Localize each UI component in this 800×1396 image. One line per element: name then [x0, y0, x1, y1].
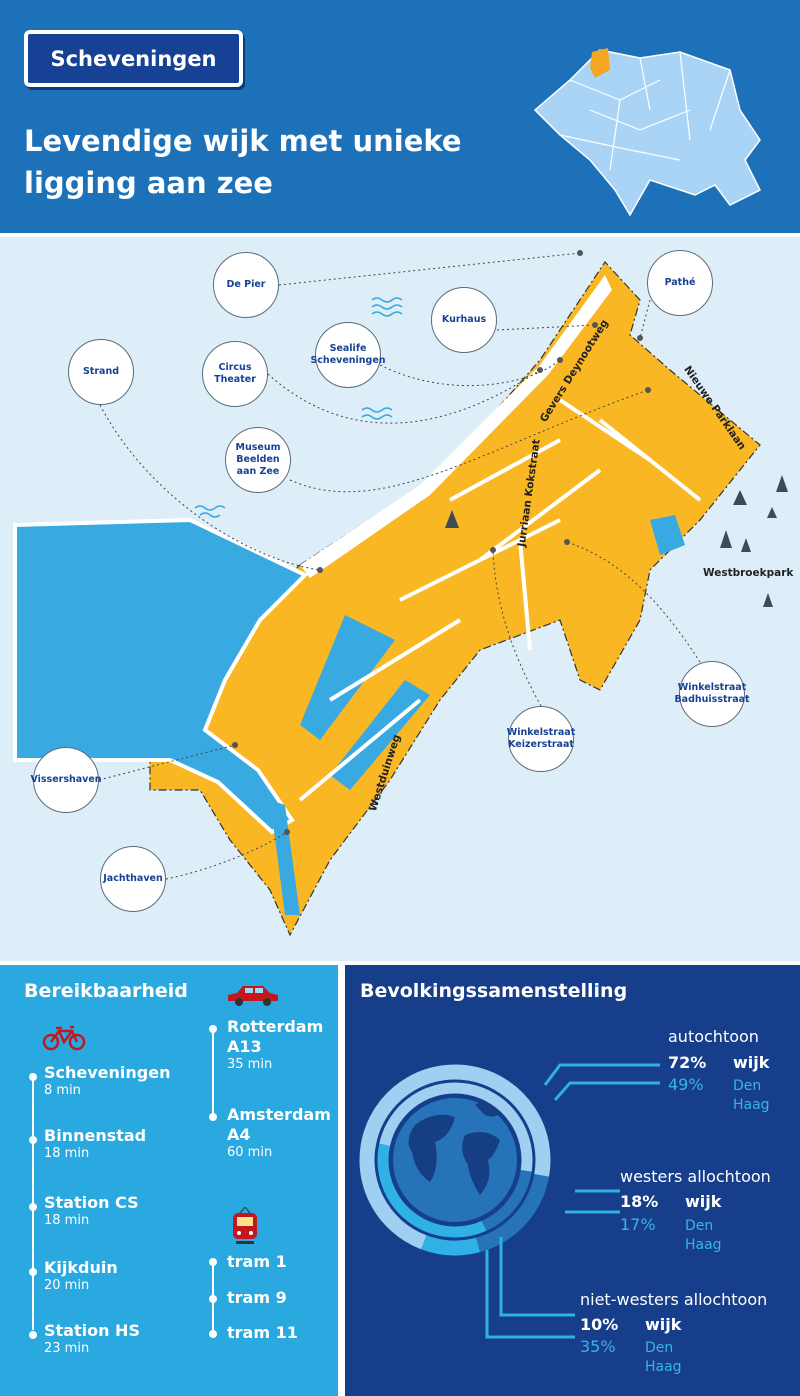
poi-strand[interactable]: Strand [68, 339, 134, 405]
wijk-percent: 18% [620, 1192, 659, 1211]
wijk-ring-segment-niet-westers-allochtoon [421, 1235, 481, 1256]
city-ring-segment-autochtoon [379, 1082, 533, 1172]
group-name: niet-westers allochtoon [580, 1290, 768, 1309]
leader-lines [485, 1063, 660, 1339]
poi-kurhaus[interactable]: Kurhaus [431, 287, 497, 353]
poi-de-pier[interactable]: De Pier [213, 252, 279, 318]
wave-icons [44, 297, 403, 722]
wijk-ring-segment-westers-allochtoon [475, 1173, 550, 1253]
poi-museum-beelden-aan-zee[interactable]: Museum Beelden aan Zee [225, 427, 291, 493]
city-ring-segment-niet-westers-allochtoon [377, 1143, 487, 1238]
tram-line: tram 1 [227, 1252, 287, 1271]
population-title: Bevolkingssamenstelling [360, 980, 628, 1002]
wijk-label: wijk [685, 1192, 722, 1211]
bike-timeline [32, 1075, 34, 1330]
city-ring-segment-westers-allochtoon [481, 1165, 533, 1231]
city-percent: 17% [620, 1215, 656, 1234]
scheveningen-highlight [590, 48, 610, 78]
jachthaven-water [270, 800, 300, 915]
tram-line: tram 11 [227, 1323, 298, 1342]
label-westbroekpark: Westbroekpark [703, 567, 794, 579]
bicycle-icon [42, 1025, 86, 1051]
poi-circus-theater[interactable]: Circus Theater [202, 341, 268, 407]
tree-icons [445, 475, 788, 607]
group-name: autochtoon [668, 1027, 759, 1046]
wijk-percent: 10% [580, 1315, 619, 1334]
population-donut-chart [359, 1063, 660, 1339]
city-percent: 35% [580, 1337, 616, 1356]
accessibility-title: Bereikbaarheid [24, 980, 188, 1002]
header: Scheveningen Levendige wijk met unieke l… [0, 0, 800, 233]
city-percent: 49% [668, 1075, 704, 1094]
harbour-basin [300, 615, 395, 740]
poi-jachthaven[interactable]: Jachthaven [100, 846, 166, 912]
globe-icon [393, 1098, 517, 1222]
poi-sealife[interactable]: Sealife Scheveningen [310, 322, 386, 388]
poi-vissershaven[interactable]: Vissershaven [30, 747, 102, 813]
tram-line: tram 9 [227, 1288, 287, 1307]
car-icon [228, 986, 278, 1006]
poi-pathe[interactable]: Pathé [647, 250, 713, 316]
population-panel: Bevolkingssamenstelling autochtoon 72% w… [345, 965, 800, 1396]
city-overview-map [533, 48, 762, 217]
tram-icon [233, 1207, 257, 1244]
wijk-label: wijk [645, 1315, 682, 1334]
wijk-percent: 72% [668, 1053, 707, 1072]
wijk-ring-segment-autochtoon [359, 1064, 551, 1250]
wijk-label: wijk [733, 1053, 770, 1072]
map-drawing [13, 250, 788, 937]
poi-winkelstraat-keizerstraat[interactable]: Winkelstraat Keizerstraat [507, 706, 575, 772]
beach [300, 275, 612, 578]
pond [650, 515, 685, 555]
page-title: Levendige wijk met unieke ligging aan ze… [24, 124, 462, 200]
district-badge: Scheveningen [24, 30, 243, 87]
poi-winkelstraat-badhuisstraat[interactable]: Winkelstraat Badhuisstraat [674, 661, 750, 727]
car-timeline [212, 1027, 214, 1117]
group-name: westers allochtoon [620, 1167, 771, 1186]
district-map: De Pier Strand Circus Theater Sealife Sc… [0, 237, 800, 961]
